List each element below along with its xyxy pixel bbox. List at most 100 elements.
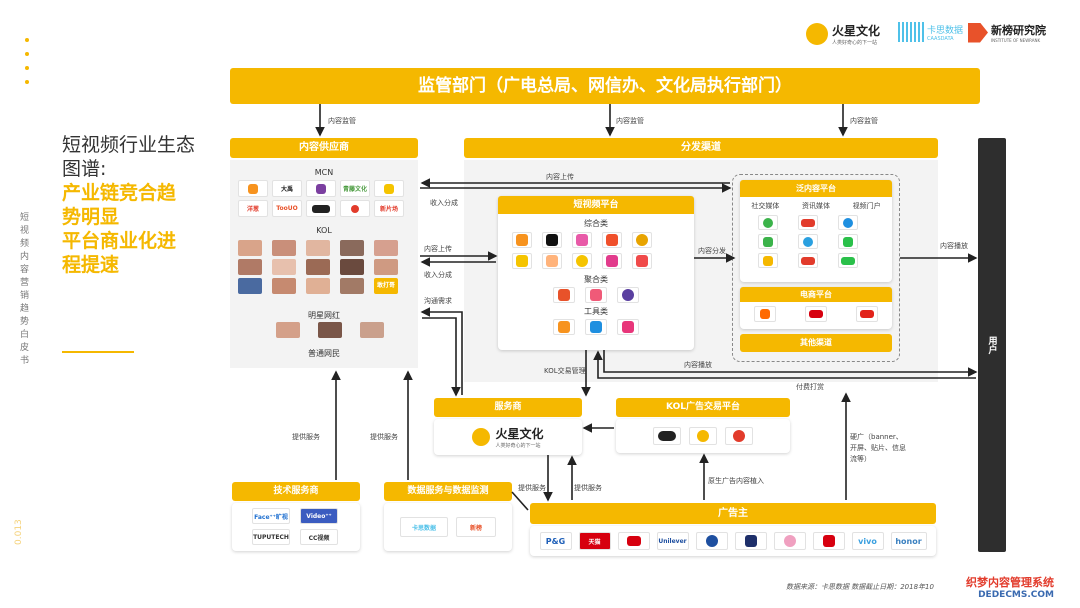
regulator-bar: 监管部门（广电总局、网信办、文化局执行部门） (230, 68, 980, 104)
advertiser-logo-3 (617, 532, 650, 550)
advertiser-logo-7 (773, 532, 806, 550)
app-icon-xigua (632, 253, 652, 269)
watermark-line1: 织梦内容管理系统 (966, 576, 1054, 589)
taobao-icon (754, 306, 777, 322)
kol-platform-logo-3 (725, 427, 753, 445)
wechat-icon (758, 215, 778, 230)
label-supervise1: 内容监管 (328, 117, 356, 125)
app-icon-miaopai (542, 253, 562, 269)
label-upload-top: 内容上传 (546, 173, 574, 181)
app-icon-tool-1 (553, 319, 575, 335)
jd-icon (855, 306, 878, 322)
content-supplier-header: 内容供应商 (230, 138, 418, 158)
label-provide4: 提供服务 (574, 484, 602, 492)
app-icon-aggregate-1 (553, 287, 575, 303)
mcn-logo-grid: 大禹 青藤文化 洋葱 TooUO 新片场 (238, 180, 410, 217)
mcn-logo-3 (306, 180, 336, 197)
mcn-logo-6: 洋葱 (238, 200, 268, 217)
service-provider-card: 火星文化 人类好奇心的下一站 (434, 419, 582, 455)
arrow-data-to-advertiser (511, 491, 529, 511)
decorative-dots (25, 38, 29, 84)
tech-logo-faceplusplus: Face⁺⁺旷视 (252, 508, 290, 524)
arrow-broadcast-bottom (603, 350, 978, 377)
highlight-line2: 势明显 (62, 206, 120, 228)
short-video-platform-card: 短视频平台 综合类 聚合类 工具类 (498, 196, 694, 350)
data-source-note: 数据来源：卡思数据 数据截止日期：2018年10 (786, 583, 934, 591)
kol-avatar-1 (238, 240, 262, 256)
advertiser-logo-6 (734, 532, 767, 550)
aiqiyi-icon (838, 253, 858, 268)
brand1-slogan: 人类好奇心的下一站 (832, 40, 878, 46)
kol-avatar-3 (306, 240, 330, 256)
ecommerce-header: 电商平台 (740, 287, 892, 302)
advertiser-logo-unilever: Unilever (656, 532, 689, 550)
brand-newrank-logo: 新榜研究院 INSTITUTE OF NEWRANK (968, 22, 1046, 43)
kol-avatar-8 (306, 259, 330, 275)
arrow-demand-in (420, 307, 463, 395)
label-revenue-mid: 收入分成 (424, 271, 452, 279)
qzone-icon (758, 253, 778, 268)
tencent-news-icon (798, 234, 818, 249)
app-icon-meipai (602, 253, 622, 269)
service-slogan: 人类好奇心的下一站 (495, 443, 541, 449)
mcn-logo-5 (374, 180, 404, 197)
label-upload-mid: 内容上传 (424, 245, 452, 253)
label-distribute: 内容分发 (698, 247, 726, 255)
label-provide2: 提供服务 (370, 433, 398, 441)
label-provide3: 提供服务 (518, 484, 546, 492)
app-icon-yoo (512, 253, 532, 269)
label-supervise3: 内容监管 (850, 117, 878, 125)
advertiser-card: P&G 天猫 Unilever vivo honor (530, 526, 936, 556)
advertiser-logo-pg: P&G (539, 532, 572, 550)
kol-ad-platform-header: KOL广告交易平台 (616, 398, 790, 417)
star-avatar-1 (276, 322, 300, 338)
tmall-icon (804, 306, 827, 322)
tech-provider-card: Face⁺⁺旷视 Video⁺⁺ TUPUTECH CC视频 (232, 503, 360, 551)
left-title-block: 短视频行业生态 图谱: 产业链竞合趋 势明显 平台商业化进 程提速 (62, 133, 222, 277)
brand3-name: 新榜研究院 (991, 24, 1046, 37)
tech-logo-tuputech: TUPUTECH (252, 529, 290, 545)
kol-avatar-4 (340, 240, 364, 256)
kol-avatar-13 (306, 278, 330, 294)
pan-content-card: 泛内容平台 社交媒体 资讯媒体 视频门户 (740, 180, 892, 282)
label-demand: 沟通需求 (424, 297, 452, 305)
kol-avatar-15: 敢打哥 (374, 278, 398, 294)
pan-content-header: 泛内容平台 (740, 180, 892, 197)
app-icon-douyin (542, 232, 562, 248)
star-avatar-2 (318, 322, 342, 338)
pan-content-dashed-region (732, 174, 900, 362)
mcn-logo-1 (238, 180, 268, 197)
netease-icon (798, 253, 818, 268)
mcn-logo-4: 青藤文化 (340, 180, 370, 197)
advertiser-logo-tmall: 天猫 (578, 532, 611, 550)
newrank-icon (968, 22, 988, 43)
huoxing-icon (806, 23, 828, 45)
ecommerce-card: 电商平台 (740, 287, 892, 329)
advertiser-logo-8 (812, 532, 845, 550)
aggregate-label: 聚合类 (584, 275, 608, 284)
brand3-sub: INSTITUTE OF NEWRANK (991, 38, 1041, 43)
short-video-platform-header: 短视频平台 (498, 196, 694, 214)
mcn-logo-9 (340, 200, 370, 217)
kol-avatar-9 (340, 259, 364, 275)
mcn-logo-2: 大禹 (272, 180, 302, 197)
app-icon-tool-3 (617, 319, 639, 335)
kol-avatar-12 (272, 278, 296, 294)
weixin-video-icon (758, 234, 778, 249)
app-icon-kuaishou (512, 232, 532, 248)
app-icon-aggregate-3 (617, 287, 639, 303)
comprehensive-app-grid (498, 229, 694, 269)
arrow-pay-tip (593, 350, 976, 379)
user-label: 用户 (986, 336, 997, 354)
mcn-logo-7: TooUO (272, 200, 302, 217)
youku-icon (838, 215, 858, 230)
mcn-logo-10: 新片场 (374, 200, 404, 217)
advertiser-header: 广告主 (530, 503, 936, 524)
brand2-sub: CAASDATA (927, 35, 954, 42)
label-kol-manage: KOL交易管理 (544, 367, 586, 375)
pan-col-social: 社交媒体 (751, 202, 780, 210)
data-logo-newrank: 新榜 (456, 517, 496, 537)
title-underline (62, 351, 134, 353)
tech-provider-header: 技术服务商 (232, 482, 360, 501)
kol-avatar-7 (272, 259, 296, 275)
